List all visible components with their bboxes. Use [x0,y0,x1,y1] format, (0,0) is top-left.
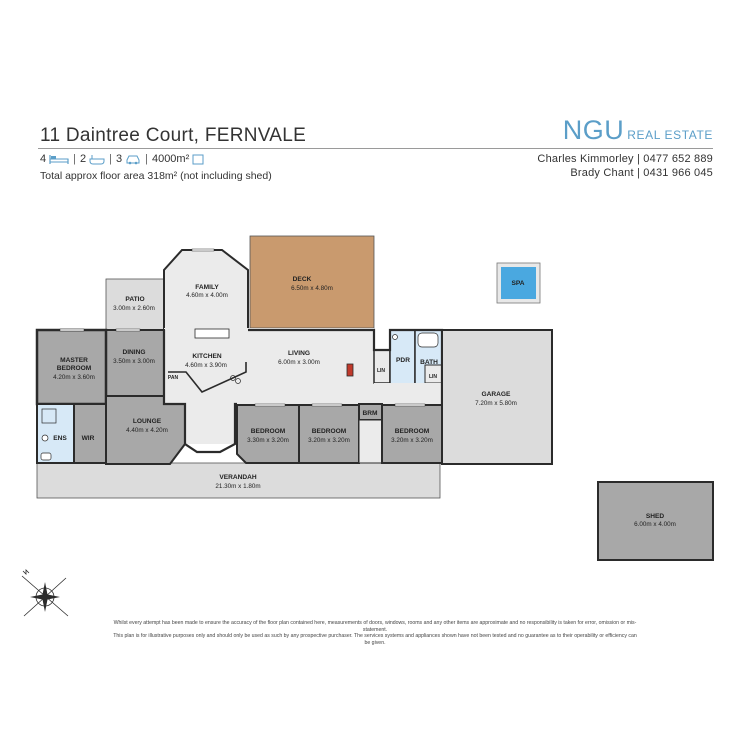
window [254,403,286,407]
bedroom-count: 4 [40,153,47,165]
family-dims: 4.60m x 4.00m [186,292,228,299]
shed-building [597,481,714,561]
toilet-icon [392,334,398,340]
patio-dims: 3.00m x 2.60m [113,305,155,312]
walk-in-robe [73,403,107,464]
bedroom-2-label: BEDROOM [251,428,286,435]
lounge-label: LOUNGE [133,418,162,425]
car-icon [125,154,141,165]
hall-floor [358,419,383,464]
disclaimer-line: Whilst every attempt has been made to en… [113,620,637,633]
window [394,403,426,407]
bedroom-4-label: BEDROOM [395,428,430,435]
garage-dims: 7.20m x 5.80m [475,400,517,407]
deck-label: DECK [293,276,312,283]
shed-dims: 6.00m x 4.00m [634,521,676,528]
stat-separator: | [109,153,112,165]
dining-label: DINING [122,349,145,356]
bed-icon [49,154,69,165]
stat-separator: | [73,153,76,165]
spa-water [501,267,536,299]
shower-icon [41,408,57,424]
hallway-floor [237,395,442,405]
stove-icon [230,375,236,381]
basin-icon [40,452,52,461]
laundry-floor [374,383,442,395]
floor-area-note: Total approx floor area 318m² (not inclu… [40,170,272,182]
bath-icon [89,154,105,165]
garage-room [441,329,553,465]
linen-1-label: LIN [377,368,385,374]
interior-floor [185,404,235,444]
lounge-dims: 4.40m x 4.20m [126,427,168,434]
kitchen-bench [168,362,247,393]
disclaimer-line: This plan is for illustrative purposes o… [113,633,637,646]
patio-label: PATIO [125,296,144,303]
bathroom-count: 2 [79,153,87,165]
agent-contact: Charles Kimmorley | 0477 652 889 [537,153,713,165]
master-label-line1: MASTER [60,357,88,364]
bedroom-4-dims: 3.20m x 3.20m [391,437,433,444]
master-dims: 4.20m x 3.60m [53,374,95,381]
bathtub-icon [417,332,439,348]
spa-label: SPA [511,280,524,287]
window [59,328,85,332]
logo-suffix: REAL ESTATE [627,128,713,142]
bedroom-2-dims: 3.30m x 3.20m [247,437,289,444]
deck-dims: 6.50m x 4.80m [291,285,333,292]
bedroom-3 [298,404,360,464]
living-dims: 6.00m x 3.00m [278,359,320,366]
shed-label: SHED [646,513,665,520]
logo-name: NGU [562,115,625,145]
property-stats: 4 | 2 | 3 | 4000m² [40,153,204,165]
exterior-walls [162,330,237,454]
agency-logo: NGU REAL ESTATE [563,115,713,146]
kitchen-dims: 4.60m x 3.90m [185,362,227,369]
family-label: FAMILY [195,284,219,291]
garage-label: GARAGE [482,391,512,398]
stove-icon [235,378,241,384]
deck-area [249,235,375,329]
bedroom-3-label: BEDROOM [312,428,347,435]
linen-2-label: LIN [429,374,437,380]
verandah-dims: 21.30m x 1.80m [215,483,260,490]
window [191,248,215,252]
patio-area [105,278,165,332]
bedroom-4 [381,404,443,464]
disclaimer: Whilst every attempt has been made to en… [110,620,640,646]
main-living-area [164,328,374,405]
land-icon [192,154,204,165]
window [311,403,343,407]
fireplace [346,363,354,377]
car-count: 3 [115,153,123,165]
bedroom-2 [236,404,300,464]
living-label: LIVING [288,350,310,357]
master-bedroom [35,328,108,406]
property-address: 11 Daintree Court, FERNVALE [40,125,307,146]
brm-label: BRM [362,410,378,417]
compass-icon [21,569,69,617]
toilet-icon [41,434,49,442]
bedroom-3-dims: 3.20m x 3.20m [308,437,350,444]
master-label-line2: BEDROOM [57,365,92,372]
land-area: 4000m² [151,153,190,165]
agent-contact: Brady Chant | 0431 966 045 [570,167,713,179]
wir-label: WIR [82,435,95,442]
bath-label: BATH [420,359,438,366]
window [115,328,141,332]
kitchen-island [194,328,230,339]
kitchen-label: KITCHEN [192,353,222,360]
pantry-label: PAN [168,375,179,381]
dining-dims: 3.50m x 3.00m [113,358,155,365]
ensuite-label: ENS [53,435,67,442]
header-divider [38,148,713,149]
stat-separator: | [145,153,148,165]
linen-cupboard-1 [373,349,391,384]
verandah-label: VERANDAH [219,474,257,481]
verandah-area [36,462,441,499]
pdr-label: PDR [396,357,410,364]
